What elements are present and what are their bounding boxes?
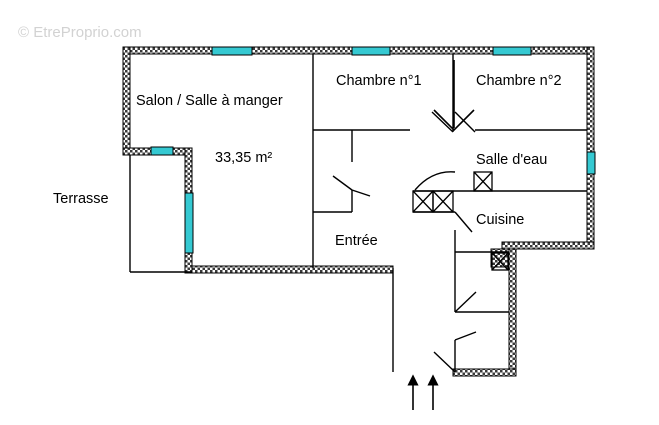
doors xyxy=(332,111,477,373)
label-area: 33,35 m² xyxy=(215,150,273,166)
door-chambre2 xyxy=(454,111,476,133)
shower-box xyxy=(473,171,493,192)
door-cuisine xyxy=(454,211,473,233)
arrows xyxy=(407,60,475,410)
door-chambre1 xyxy=(431,111,454,133)
window-terrace-top xyxy=(150,146,174,156)
label-entree: Entrée xyxy=(335,233,378,249)
fixtures xyxy=(412,171,509,271)
door-closet xyxy=(332,175,353,191)
label-chambre2: Chambre n°2 xyxy=(476,73,562,89)
wall-bottom-left xyxy=(184,265,394,274)
window-chambre1 xyxy=(351,46,391,56)
wall-right-step xyxy=(501,241,595,250)
label-chambre1: Chambre n°1 xyxy=(336,73,422,89)
windows xyxy=(150,46,596,254)
wall-right-lower xyxy=(508,248,517,377)
window-terrace-side xyxy=(184,192,194,254)
label-salon: Salon / Salle à manger xyxy=(136,93,283,109)
door-entrance xyxy=(433,351,456,373)
window-chambre2 xyxy=(492,46,532,56)
door-closet-2 xyxy=(351,189,371,197)
watermark: © EtreProprio.com xyxy=(18,24,142,41)
door-kitchen-1 xyxy=(454,291,477,313)
label-cuisine: Cuisine xyxy=(476,212,525,228)
label-salle-eau: Salle d'eau xyxy=(476,152,548,168)
window-salon xyxy=(211,46,253,56)
wall-right-upper xyxy=(586,46,595,250)
wall-left xyxy=(122,46,131,151)
label-terrasse: Terrasse xyxy=(53,191,109,207)
kitchen-corner-box xyxy=(491,252,509,271)
interior-walls xyxy=(129,54,587,372)
cooktop-box-2 xyxy=(432,190,454,213)
wall-bottom-right xyxy=(452,368,517,377)
window-salle-eau xyxy=(586,151,596,175)
door-entrance-2 xyxy=(454,331,477,341)
